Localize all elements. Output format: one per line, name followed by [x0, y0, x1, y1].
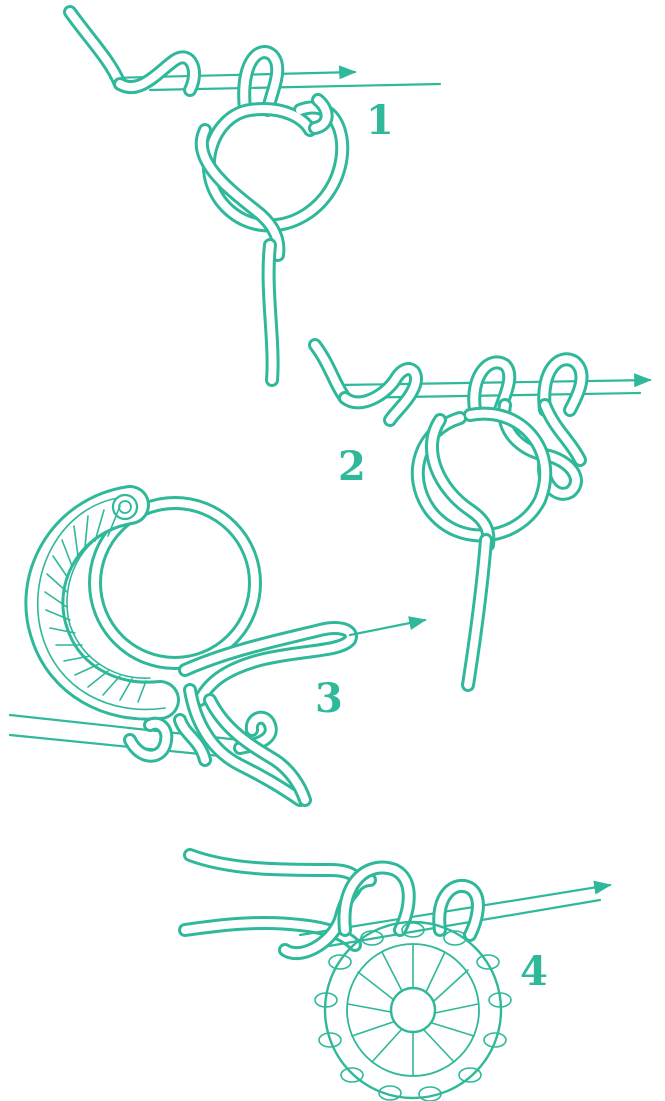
step-2-illustration: 2: [315, 345, 650, 685]
step-4-illustration: 4: [185, 855, 610, 1101]
step-4-round-motif: [315, 922, 511, 1101]
step-3-number: 3: [315, 675, 343, 722]
step-4-number: 4: [520, 948, 548, 995]
step-3-tails: [190, 690, 305, 800]
step-1-number: 1: [366, 97, 394, 144]
step-3-working-yarn: [185, 620, 425, 700]
step-2-number: 2: [338, 443, 366, 490]
step-1-illustration: 1: [70, 12, 440, 380]
step-1-yarn: [70, 12, 342, 380]
step-3-illustration: 3: [10, 495, 425, 800]
